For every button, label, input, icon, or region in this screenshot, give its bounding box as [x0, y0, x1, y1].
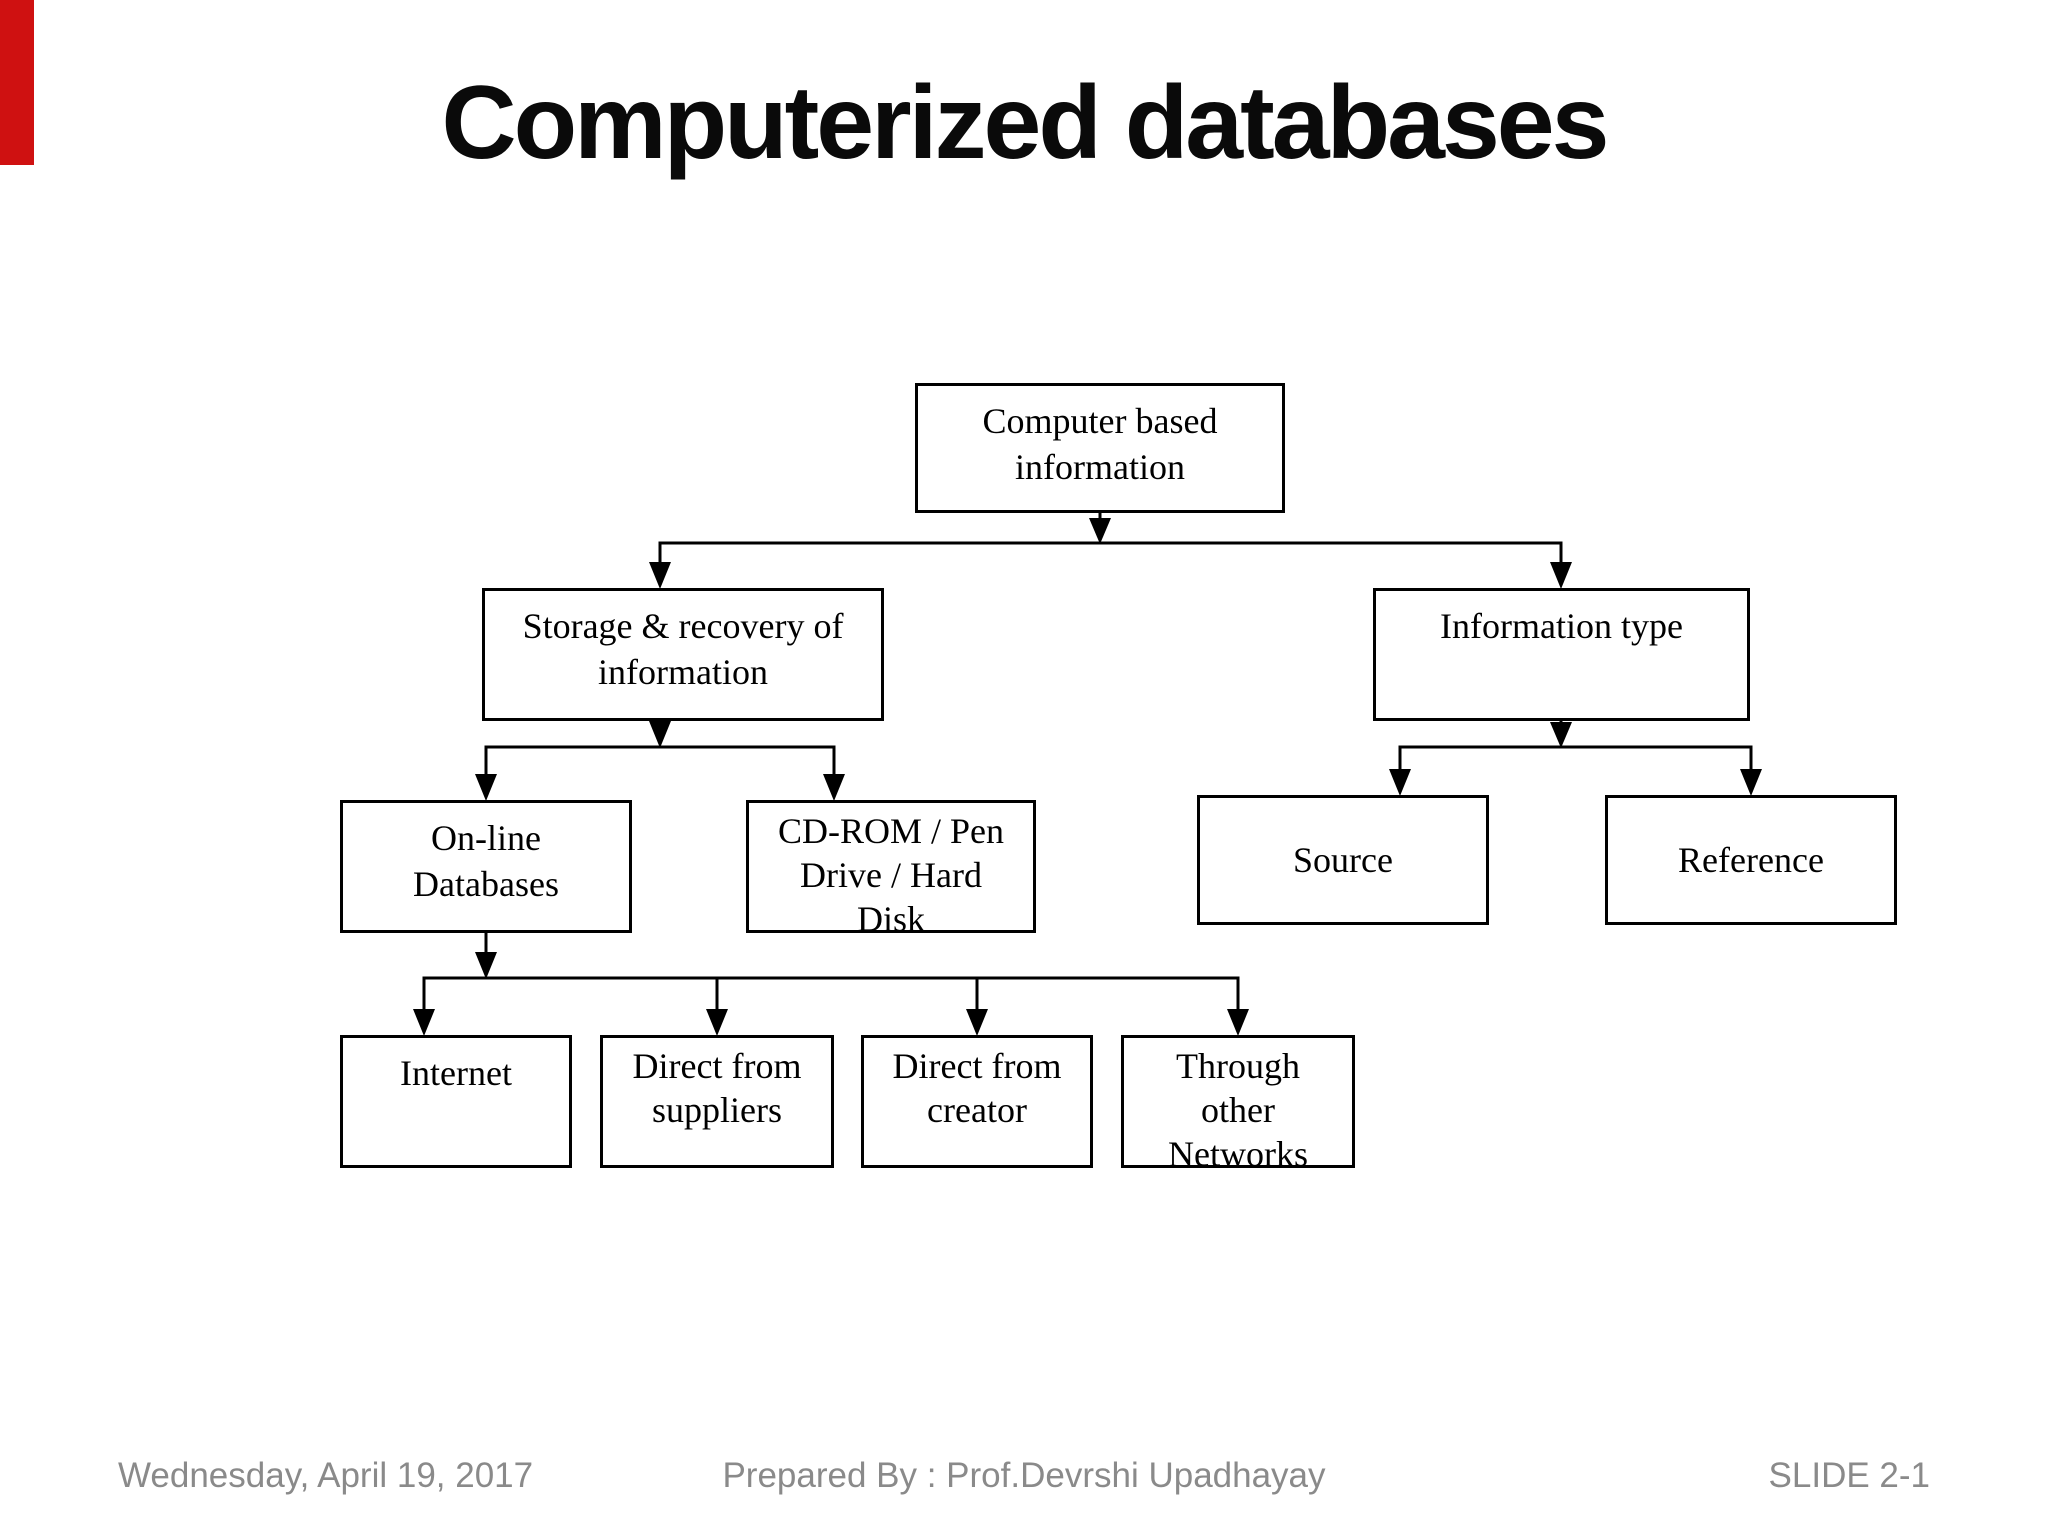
- node-online-databases: On-line Databases: [340, 800, 632, 933]
- slide-title: Computerized databases: [441, 65, 1610, 181]
- arrowheads: [413, 518, 1762, 1036]
- node-direct-from-creator: Direct from creator: [861, 1035, 1093, 1168]
- connector-lines: [422, 513, 1753, 1011]
- footer-slide-number: SLIDE 2-1: [1768, 1456, 1930, 1495]
- footer-prepared-by: Prepared By : Prof.Devrshi Upadhayay: [722, 1456, 1326, 1495]
- node-through-other-networks: Through other Networks: [1121, 1035, 1355, 1174]
- node-storage-recovery-of-information: Storage & recovery of information: [482, 588, 884, 721]
- node-information-type: Information type: [1373, 588, 1750, 721]
- node-computer-based-information: Computer based information: [915, 383, 1285, 513]
- node-cdrom-pendrive-harddisk: CD-ROM / Pen Drive / Hard Disk: [746, 800, 1036, 939]
- footer-date: Wednesday, April 19, 2017: [118, 1456, 534, 1495]
- red-accent-bar: [0, 0, 34, 165]
- node-direct-from-suppliers: Direct from suppliers: [600, 1035, 834, 1168]
- node-reference: Reference: [1605, 795, 1897, 925]
- node-internet: Internet: [340, 1035, 572, 1168]
- node-source: Source: [1197, 795, 1489, 925]
